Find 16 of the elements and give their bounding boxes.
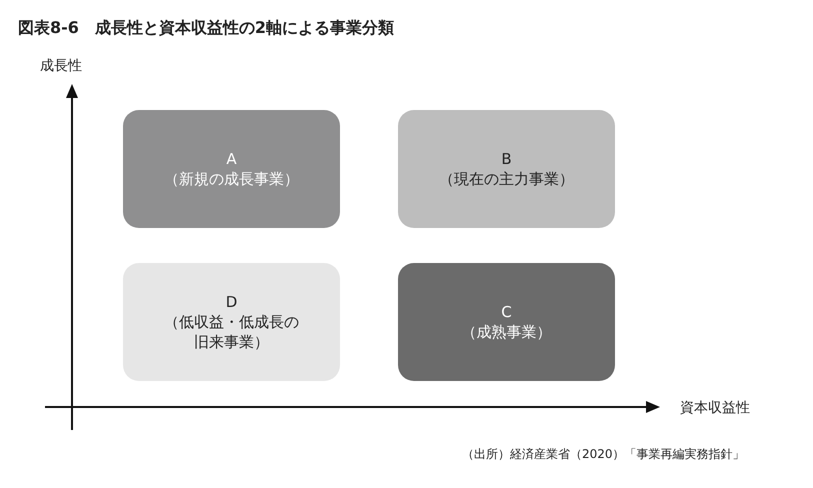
quadrant-letter: D [226, 292, 238, 312]
quadrant-letter: B [501, 148, 512, 169]
axis-label: 資本収益性 [680, 399, 750, 418]
quadrant-description: （現在の主力事業） [439, 169, 574, 190]
figure-title: 図表8-6 成長性と資本収益性の2軸による事業分類 [18, 17, 394, 39]
quadrant-description: （成熟事業） [462, 322, 552, 342]
quadrant-description: （低収益・低成長の旧来事業） [163, 312, 300, 352]
quadrant-box [123, 263, 340, 381]
quadrant-box [398, 110, 615, 228]
axis-label: 成長性 [40, 57, 82, 76]
quadrant-box [123, 110, 340, 228]
quadrant-description: （新規の成長事業） [164, 169, 299, 190]
source-note: （出所）経済産業省（2020）「事業再編実務指針」 [462, 446, 745, 463]
quadrant-letter: A [226, 148, 237, 169]
quadrant-box [398, 263, 615, 381]
quadrant-letter: C [501, 302, 512, 322]
